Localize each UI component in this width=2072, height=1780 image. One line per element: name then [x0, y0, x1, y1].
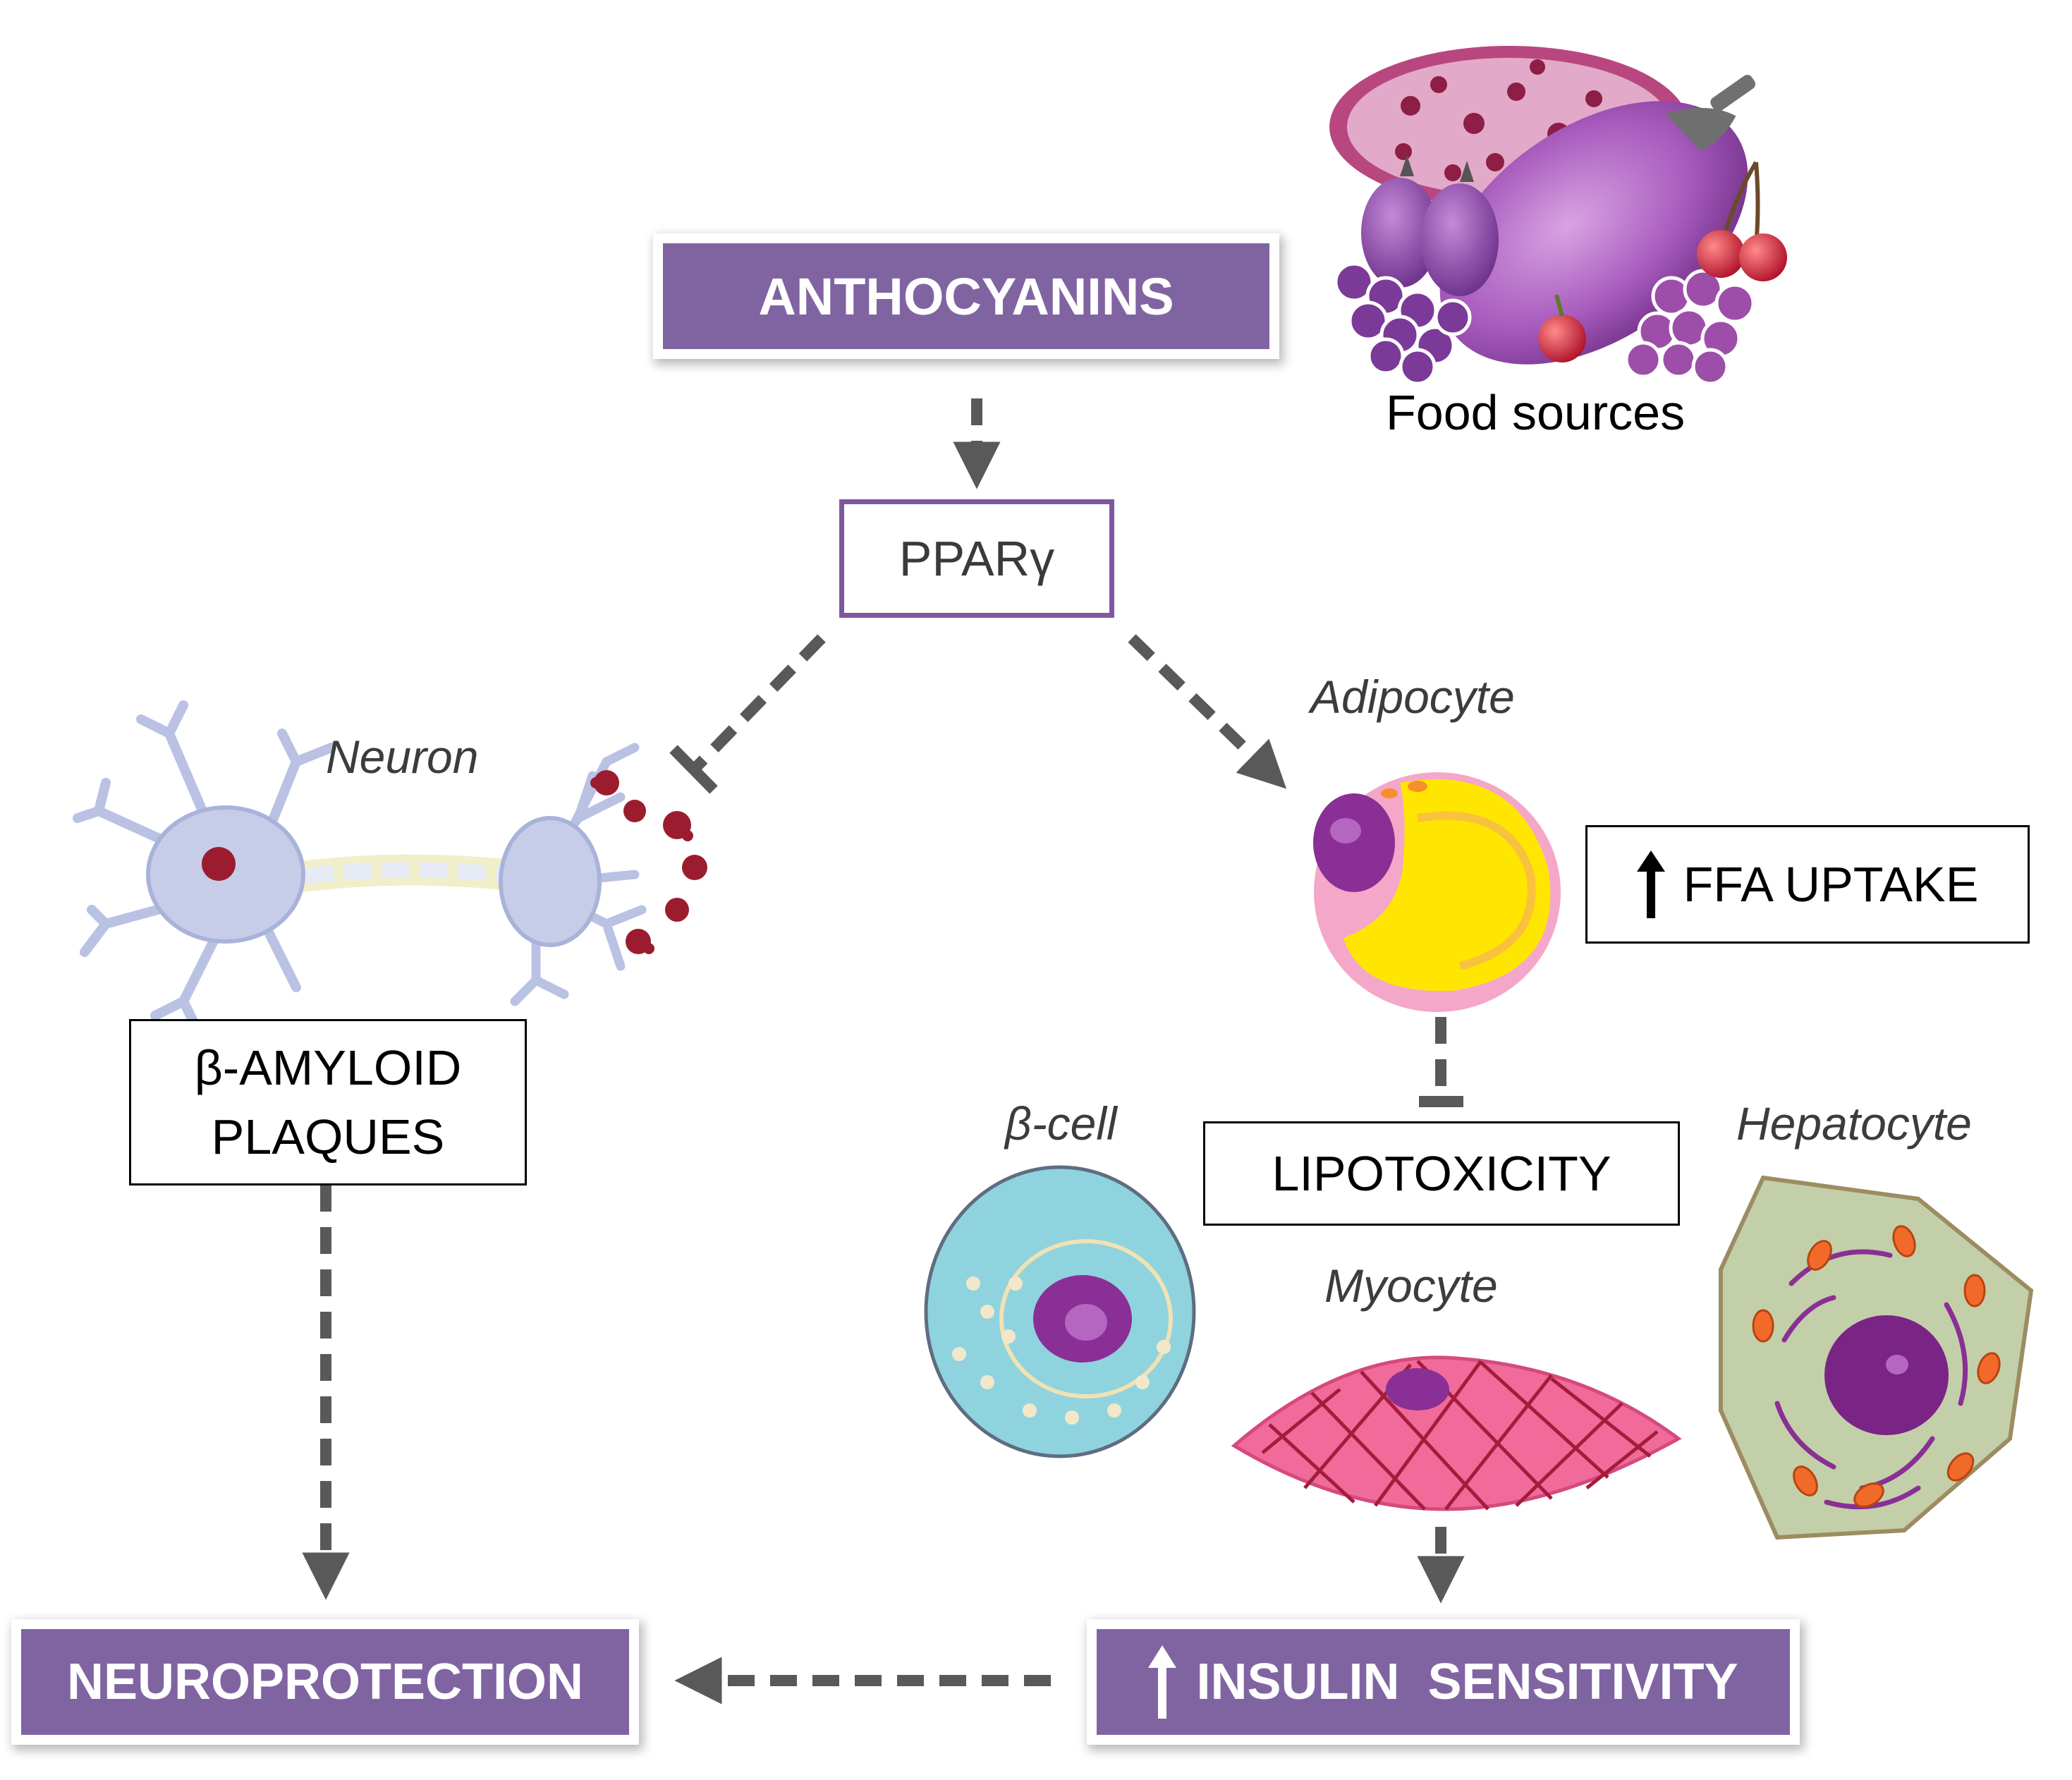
adipocyte-illustration	[1313, 772, 1561, 1012]
insulin-sensitivity-label: INSULIN SENSITIVITY	[1196, 1654, 1738, 1710]
myocyte-illustration	[1231, 1355, 1682, 1511]
arrow-ppar-to-adipocyte	[1128, 634, 1287, 789]
myocyte-label: Myocyte	[1324, 1260, 1498, 1312]
neuron-label: Neuron	[326, 731, 479, 783]
amyloid-label-line1: β-AMYLOID	[194, 1040, 462, 1095]
inhibit-ppar-to-plaques	[690, 634, 826, 773]
neuroprotection-label: NEUROPROTECTION	[66, 1654, 584, 1710]
beta-cell-label: β-cell	[1005, 1097, 1117, 1150]
anthocyanins-box: ANTHOCYANINS	[663, 243, 1269, 349]
amyloid-plaques-box: β-AMYLOID PLAQUES	[129, 1019, 527, 1185]
amyloid-label-line2: PLAQUES	[211, 1109, 445, 1164]
neuroprotection-box: NEUROPROTECTION	[21, 1629, 629, 1735]
hepatocyte-illustration	[1719, 1175, 2034, 1540]
anthocyanins-label: ANTHOCYANINS	[758, 267, 1174, 326]
up-arrow-icon	[1636, 851, 1665, 918]
lipotoxicity-box: LIPOTOXICITY	[1203, 1121, 1680, 1226]
inhibition-bars	[669, 745, 1463, 1107]
adipocyte-label: Adipocyte	[1310, 671, 1515, 723]
lipotoxicity-label: LIPOTOXICITY	[1272, 1146, 1611, 1201]
up-arrow-icon	[1148, 1645, 1177, 1719]
food-sources-illustration	[1329, 46, 1787, 386]
connectors	[302, 398, 1465, 1705]
ppar-box: PPARγ	[839, 499, 1114, 618]
hepatocyte-label: Hepatocyte	[1736, 1097, 1972, 1150]
inhibit-bar-plaques	[669, 745, 718, 794]
food-sources-label: Food sources	[1386, 385, 1686, 440]
beta-cell-illustration	[924, 1165, 1196, 1458]
insulin-sensitivity-box: INSULIN SENSITIVITY	[1097, 1629, 1790, 1735]
ffa-uptake-box: FFA UPTAKE	[1585, 825, 2030, 944]
neuron-illustration	[73, 700, 707, 1035]
ffa-uptake-label: FFA UPTAKE	[1683, 857, 1979, 912]
ppar-label: PPARγ	[898, 531, 1055, 586]
